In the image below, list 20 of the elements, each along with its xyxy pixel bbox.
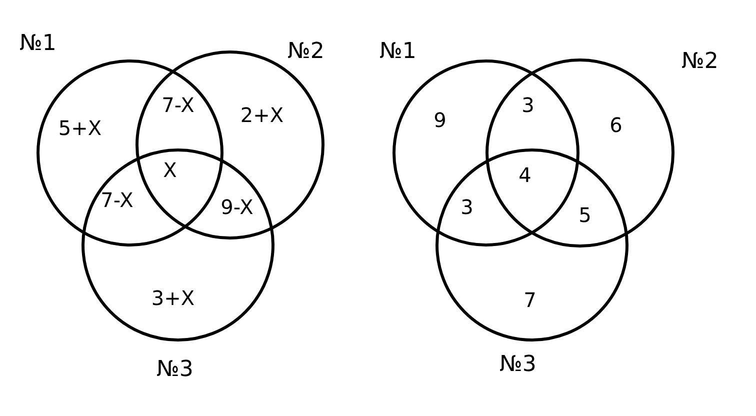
region-value: 9-X — [220, 197, 254, 217]
region-value: 3 — [522, 95, 534, 115]
region-value: 5+X — [58, 118, 102, 138]
region-value: 7-X — [162, 95, 194, 115]
region-value: 6 — [610, 115, 622, 135]
region-value: 4 — [518, 165, 532, 185]
set-label: №3 — [156, 359, 194, 381]
region-value: 9 — [434, 110, 446, 130]
region-value: 3+X — [151, 288, 195, 308]
region-value: 3 — [460, 197, 474, 217]
set-label: №2 — [288, 41, 324, 63]
region-value: 5 — [578, 205, 592, 225]
set-label: №3 — [500, 354, 536, 376]
region-value: 2+X — [240, 105, 284, 125]
set-label: №1 — [20, 33, 56, 55]
region-value: 7-X — [100, 190, 134, 210]
set-label: №1 — [380, 41, 416, 63]
region-value: 7 — [524, 290, 536, 310]
set-label: №2 — [682, 51, 718, 73]
region-value: X — [163, 160, 177, 180]
